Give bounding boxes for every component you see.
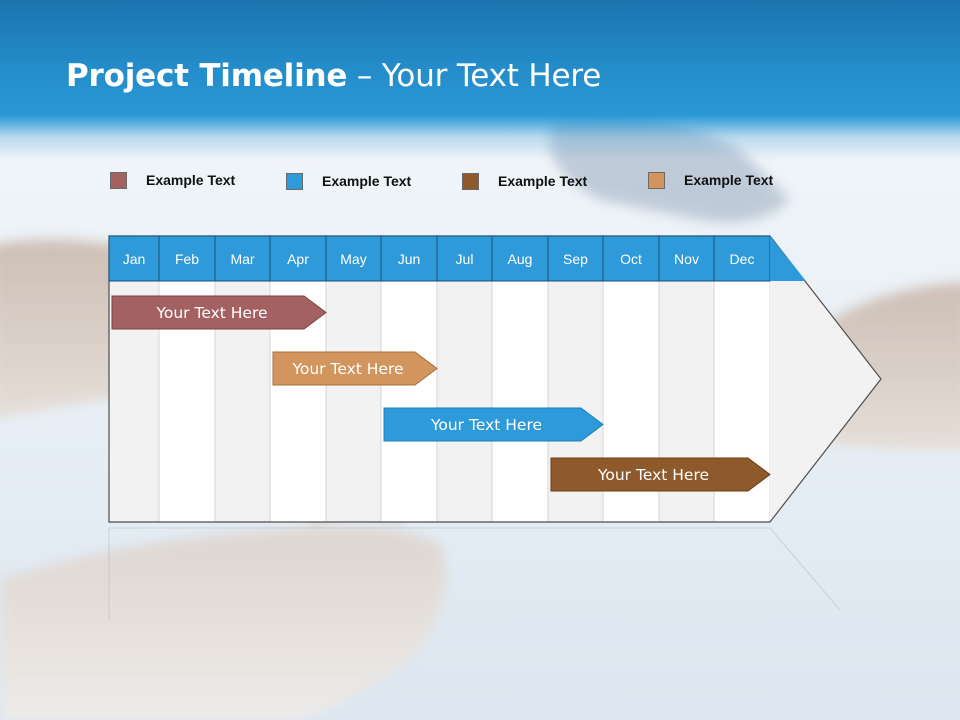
month-header-cell xyxy=(380,235,438,282)
task-label: Your Text Here xyxy=(155,304,267,322)
month-header-cell xyxy=(602,235,660,282)
arrow-head-cap xyxy=(770,236,806,281)
timeline-reflection xyxy=(108,527,841,620)
legend-swatch xyxy=(286,173,303,190)
month-label: Feb xyxy=(175,251,199,267)
legend-swatch xyxy=(110,172,127,189)
month-label: Aug xyxy=(508,251,533,267)
task-bar: Your Text Here xyxy=(383,407,604,442)
reflection-diagonal xyxy=(769,527,841,611)
task-arrow xyxy=(383,407,604,442)
title-rest: – Your Text Here xyxy=(347,58,602,94)
task-bar: Your Text Here xyxy=(550,457,771,492)
month-label: Dec xyxy=(730,251,755,267)
month-label: Jul xyxy=(456,251,474,267)
month-column xyxy=(325,280,382,523)
month-label: Jan xyxy=(123,251,146,267)
month-label: Nov xyxy=(674,251,699,267)
legend-label: Example Text xyxy=(146,172,236,188)
legend-swatch xyxy=(462,173,479,190)
task-bar: Your Text Here xyxy=(272,351,438,386)
month-label: Apr xyxy=(287,251,309,267)
month-header-cell xyxy=(436,235,493,282)
reflection-shape xyxy=(108,527,841,620)
month-header: Jan Feb Mar Apr May Jun Jul Aug Sep Oct Nov Dec xyxy=(108,235,806,282)
month-column xyxy=(491,280,549,523)
task-label: Your Text Here xyxy=(597,466,709,484)
month-label: Sep xyxy=(563,251,588,267)
arrow-head-fill xyxy=(770,281,881,522)
legend-label: Example Text xyxy=(684,172,774,188)
month-label: Jun xyxy=(398,251,421,267)
legend-label: Example Text xyxy=(498,173,588,189)
title-bold: Project Timeline xyxy=(66,58,348,94)
month-header-cell xyxy=(108,235,160,282)
legend-swatch xyxy=(648,172,665,189)
month-header-cell xyxy=(158,235,216,282)
month-column xyxy=(380,280,438,523)
task-label: Your Text Here xyxy=(430,416,542,434)
legend-label: Example Text xyxy=(322,173,412,189)
month-header-cell xyxy=(269,235,327,282)
task-bar: Your Text Here xyxy=(111,295,327,330)
task-arrow xyxy=(550,457,771,492)
month-column xyxy=(436,280,493,523)
task-label: Your Text Here xyxy=(291,360,403,378)
month-label: Mar xyxy=(230,251,254,267)
month-label: Oct xyxy=(620,251,642,267)
month-label: May xyxy=(340,251,366,267)
page-title: Project Timeline – Your Text Here xyxy=(66,58,601,94)
month-header-cell xyxy=(491,235,549,282)
task-arrow xyxy=(272,351,438,386)
task-arrow xyxy=(111,295,327,330)
title-band xyxy=(0,0,960,160)
